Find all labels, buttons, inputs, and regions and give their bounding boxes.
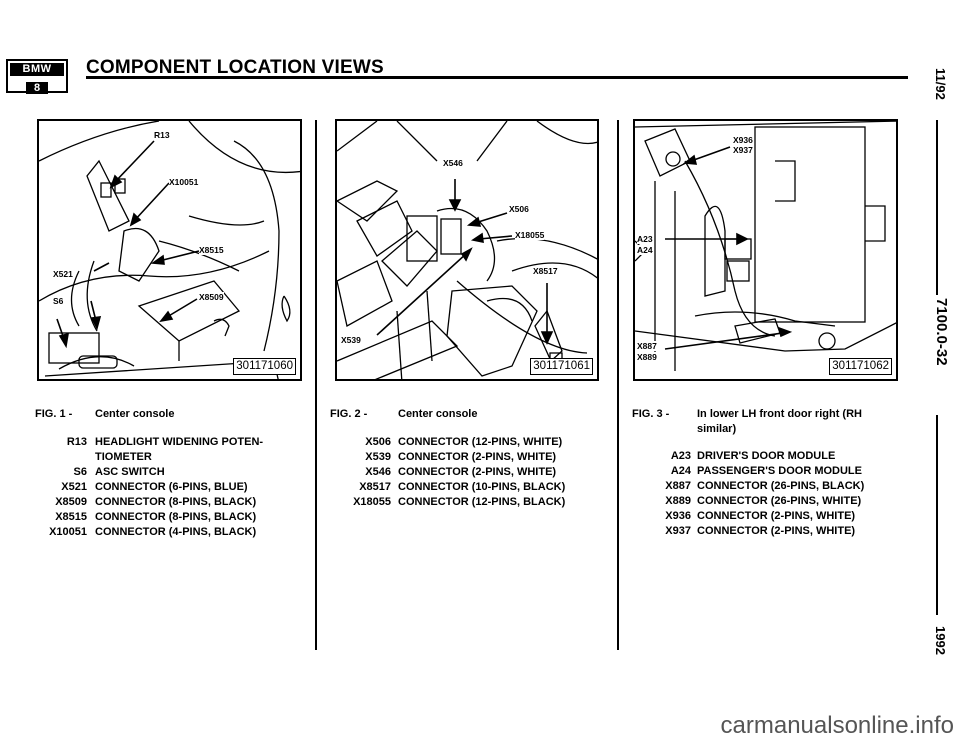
legend-code: X887 [665, 480, 691, 492]
figure-2-legend: FIG. 2 - Center console X506 CONNECTOR (… [316, 407, 616, 517]
figure-1-legend: FIG. 1 - Center console R13 HEADLIGHT WI… [0, 407, 315, 557]
figure-3-image: X936 X937 A23 A24 X887 X889 301171062 [633, 119, 898, 381]
legend-code: X546 [365, 466, 391, 478]
column-divider-1 [315, 120, 317, 650]
callout-x889: X889 [637, 352, 657, 362]
page-title: COMPONENT LOCATION VIEWS [86, 57, 384, 78]
legend-desc: CONNECTOR (6-PINS, BLUE) [95, 481, 248, 493]
callout-x936: X936 [733, 135, 753, 145]
legend-code: S6 [73, 466, 87, 478]
callout-x539: X539 [341, 335, 361, 345]
legend-desc: CONNECTOR (12-PINS, WHITE) [398, 436, 563, 448]
bmw-logo: BMW 8 [6, 59, 68, 94]
door-module-drawing [635, 121, 896, 371]
figure-caption: Center console [95, 408, 175, 420]
callout-x546: X546 [443, 158, 463, 168]
legend-code: A23 [670, 450, 691, 462]
callout-x8517: X8517 [533, 266, 558, 276]
callout-x8515: X8515 [199, 245, 224, 255]
figure-1-image: R13 X10051 X8515 X521 S6 X8509 301171060 [37, 119, 302, 381]
legend-code: X10051 [49, 526, 87, 538]
figure-caption-cont: similar) [697, 423, 737, 435]
legend-code: X8515 [55, 511, 87, 523]
legend-desc: DRIVER'S DOOR MODULE [697, 450, 836, 462]
legend-desc: CONNECTOR (8-PINS, BLACK) [95, 511, 257, 523]
figure-2-image: X546 X506 X18055 X8517 X539 301171061 [335, 119, 599, 381]
callout-a24: A24 [637, 245, 653, 255]
logo-text: BMW [10, 63, 64, 76]
legend-desc: PASSENGER'S DOOR MODULE [697, 465, 862, 477]
callout-x506: X506 [509, 204, 529, 214]
figure-label: FIG. 3 - [632, 408, 670, 420]
legend-code: X539 [365, 451, 391, 463]
legend-desc: CONNECTOR (26-PINS, BLACK) [697, 480, 865, 492]
column-divider-2 [617, 120, 619, 650]
center-console-drawing-1 [39, 121, 300, 379]
legend-code: X506 [365, 436, 391, 448]
legend-desc: CONNECTOR (4-PINS, BLACK) [95, 526, 257, 538]
title-rule [86, 76, 908, 79]
legend-code: X8517 [359, 481, 391, 493]
legend-code: X936 [665, 510, 691, 522]
legend-desc: CONNECTOR (2-PINS, WHITE) [697, 525, 856, 537]
legend-desc: ASC SWITCH [95, 466, 165, 478]
legend-desc: CONNECTOR (10-PINS, BLACK) [398, 481, 566, 493]
legend-code: X889 [665, 495, 691, 507]
callout-x10051: X10051 [169, 177, 199, 187]
legend-desc: TIOMETER [95, 451, 152, 463]
part-number: 301171060 [233, 358, 296, 375]
legend-desc: CONNECTOR (2-PINS, WHITE) [697, 510, 856, 522]
figure-label: FIG. 2 - [330, 408, 368, 420]
figure-label: FIG. 1 - [35, 408, 73, 420]
callout-x18055: X18055 [515, 230, 545, 240]
callout-x8509: X8509 [199, 292, 224, 302]
legend-code: X18055 [353, 496, 391, 508]
legend-code: R13 [66, 436, 87, 448]
legend-desc: HEADLIGHT WIDENING POTEN- [95, 436, 264, 448]
legend-desc: CONNECTOR (2-PINS, WHITE) [398, 466, 557, 478]
figure-3-legend: FIG. 3 - In lower LH front door right (R… [618, 407, 918, 547]
figure-caption: Center console [398, 408, 478, 420]
part-number: 301171062 [829, 358, 892, 375]
model-badge: 8 [26, 82, 48, 94]
legend-desc: CONNECTOR (12-PINS, BLACK) [398, 496, 566, 508]
legend-code: A24 [670, 465, 691, 477]
margin-date: 11/92 [933, 68, 948, 100]
callout-x521: X521 [53, 269, 73, 279]
margin-rule-middle [936, 415, 938, 615]
part-number: 301171061 [530, 358, 593, 375]
callout-a23: A23 [637, 234, 653, 244]
margin-year: 1992 [933, 626, 948, 655]
figure-caption: In lower LH front door right (RH [697, 408, 862, 420]
legend-desc: CONNECTOR (26-PINS, WHITE) [697, 495, 862, 507]
watermark: carmanualsonline.info [720, 712, 954, 739]
margin-rule-top [936, 120, 938, 295]
center-console-drawing-2 [337, 121, 597, 379]
legend-desc: CONNECTOR (8-PINS, BLACK) [95, 496, 257, 508]
legend-code: X521 [61, 481, 87, 493]
legend-code: X8509 [55, 496, 87, 508]
legend-desc: CONNECTOR (2-PINS, WHITE) [398, 451, 557, 463]
callout-x937: X937 [733, 145, 753, 155]
margin-section-number: 7100.0-32 [933, 298, 950, 366]
callout-x887: X887 [637, 341, 657, 351]
callout-s6: S6 [53, 296, 64, 306]
callout-r13: R13 [154, 130, 170, 140]
legend-code: X937 [665, 525, 691, 537]
